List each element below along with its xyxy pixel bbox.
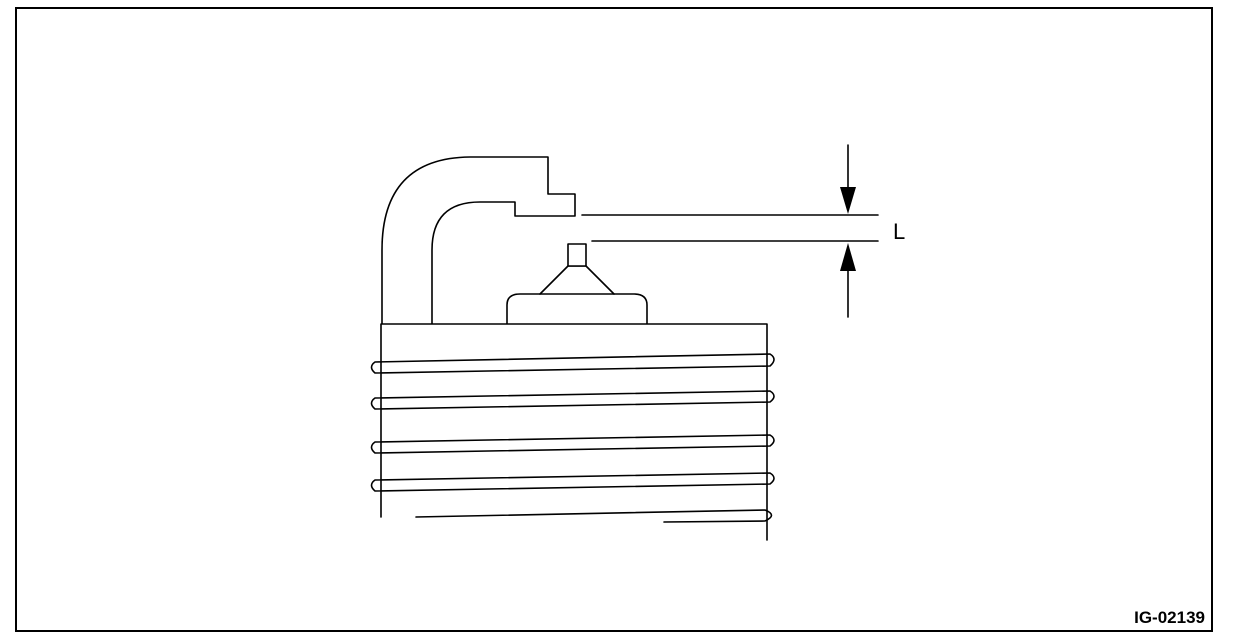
threads	[370, 353, 775, 523]
ground-electrode	[381, 156, 576, 325]
center-electrode	[567, 243, 587, 267]
figure-code: IG-02139	[1134, 608, 1205, 627]
thread-partial	[415, 509, 773, 523]
thread	[370, 390, 775, 410]
figure-frame	[15, 7, 1213, 632]
dimension-label: L	[893, 219, 905, 244]
dimension-arrow-down-head	[840, 187, 856, 214]
shell-outline	[380, 323, 768, 541]
thread	[370, 353, 775, 374]
thread	[370, 434, 775, 454]
shell-top	[381, 324, 767, 326]
insulator-tip	[506, 293, 648, 325]
center-electrode-cone	[539, 265, 615, 295]
dimension-arrow-up-head	[840, 243, 856, 271]
thread	[370, 472, 775, 492]
